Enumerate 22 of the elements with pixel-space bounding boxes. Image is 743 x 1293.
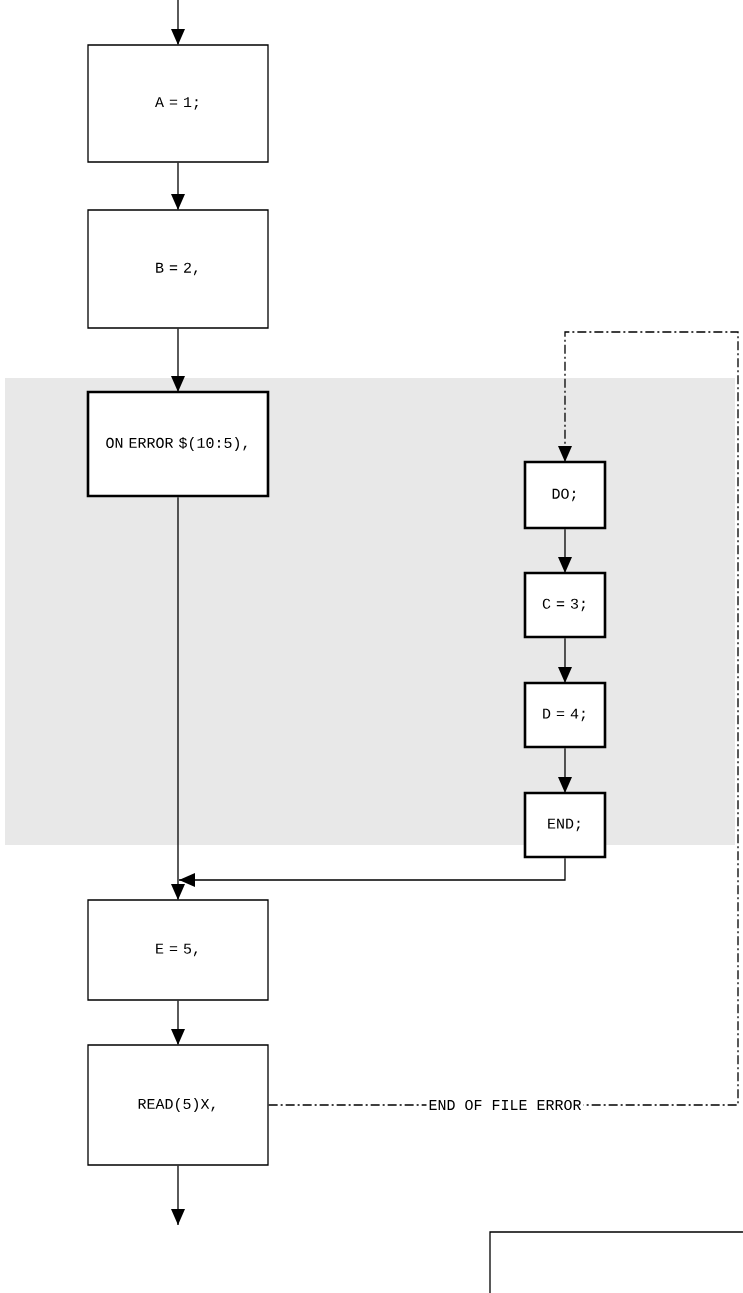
arrow — [558, 747, 572, 793]
arrow — [171, 1165, 185, 1226]
arrow — [171, 496, 185, 900]
process-box: D = 4; — [523, 681, 607, 749]
arrow — [171, 1000, 185, 1045]
arrow — [268, 331, 739, 1106]
process-box: C = 3; — [523, 571, 607, 639]
process-box: END; — [523, 791, 607, 859]
arrow — [171, 328, 185, 392]
process-box: ON ERROR $(10:5), — [86, 390, 270, 498]
process-box: READ(5)X, — [87, 1044, 269, 1166]
process-box: E = 5, — [87, 899, 269, 1001]
process-box: A = 1; — [87, 44, 269, 163]
edge-label: END OF FILE ERROR — [426, 1097, 584, 1113]
arrow — [171, 162, 185, 210]
process-box: B = 2, — [87, 209, 269, 329]
arrow — [171, 0, 185, 45]
empty-box — [489, 1231, 743, 1293]
process-box: DO; — [523, 460, 607, 530]
arrow — [558, 637, 572, 683]
arrow — [558, 528, 572, 573]
arrow — [178, 857, 566, 887]
